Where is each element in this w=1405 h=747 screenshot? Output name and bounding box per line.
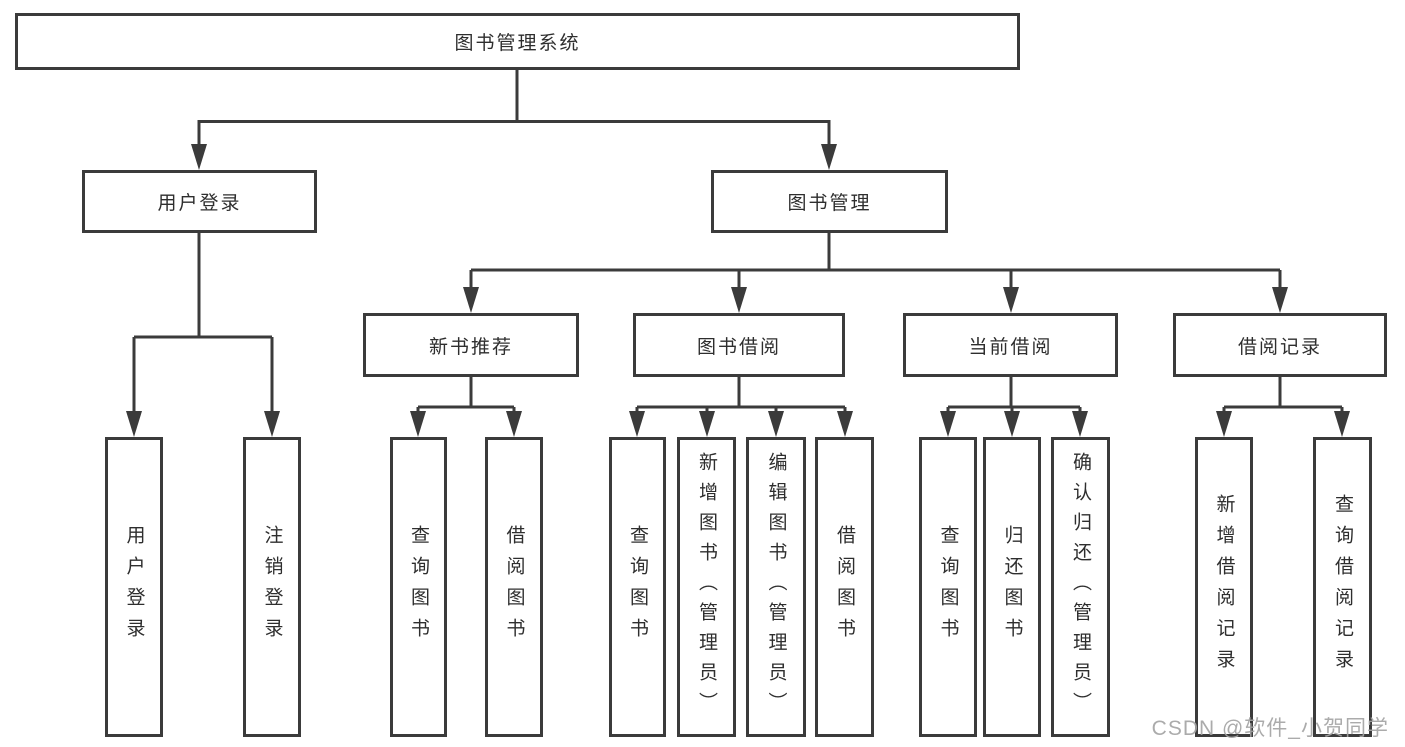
arrow-down-icon [1003,287,1019,313]
leaf-query-books-borrow-label: 查询图书 [627,525,648,649]
leaf-borrow-books: 借阅图书 [815,437,874,737]
leaf-user-login-label: 用户登录 [123,525,145,649]
arrow-down-icon [629,411,645,437]
connector-book-mgmt-to-mid [469,233,1282,293]
leaf-confirm-return-admin: 确认归还（管理员） [1051,437,1110,737]
leaf-confirm-return-admin-label: 确认归还（管理员） [1070,452,1091,722]
leaf-add-books-admin-label: 新增图书（管理员） [696,452,717,722]
arrow-down-icon [1072,411,1088,437]
arrow-down-icon [126,411,142,437]
arrow-down-icon [1004,411,1020,437]
arrow-down-icon [821,144,837,170]
leaf-query-books-borrow: 查询图书 [609,437,666,737]
leaf-query-books-recommend: 查询图书 [390,437,447,737]
leaf-borrow-books-recommend-label: 借阅图书 [503,525,525,649]
leaf-return-books-label: 归还图书 [1001,525,1023,649]
node-current-borrow-label: 当前借阅 [968,336,1053,358]
node-user-login: 用户登录 [82,170,317,233]
node-root-label: 图书管理系统 [454,33,581,54]
node-root: 图书管理系统 [15,13,1020,70]
leaf-user-login: 用户登录 [105,437,163,737]
arrow-down-icon [191,144,207,170]
node-book-borrow: 图书借阅 [633,313,845,377]
leaf-query-books-current: 查询图书 [919,437,977,737]
arrow-down-icon [768,411,784,437]
leaf-query-books-recommend-label: 查询图书 [408,525,429,649]
leaf-query-books-current-label: 查询图书 [937,525,959,649]
node-book-borrow-label: 图书借阅 [696,336,781,358]
connector-new-book-to-leaves [416,377,516,418]
arrow-down-icon [699,411,715,437]
connector-root-to-level2 [197,70,831,150]
node-new-book-recommend-label: 新书推荐 [428,336,513,358]
node-book-mgmt: 图书管理 [711,170,948,233]
node-borrow-records: 借阅记录 [1173,313,1387,377]
leaf-query-borrow-record-label: 查询借阅记录 [1332,494,1353,680]
arrow-down-icon [1272,287,1288,313]
arrow-down-icon [940,411,956,437]
arrow-down-icon [1334,411,1350,437]
watermark: CSDN @软件_小贺同学 [1151,717,1389,740]
leaf-borrow-books-recommend: 借阅图书 [485,437,543,737]
connector-user-login-to-leaves [132,233,274,418]
leaf-return-books: 归还图书 [983,437,1041,737]
arrow-down-icon [463,287,479,313]
node-book-mgmt-label: 图书管理 [787,193,872,214]
leaf-edit-books-admin-label: 编辑图书（管理员） [765,452,787,722]
leaf-add-books-admin: 新增图书（管理员） [677,437,736,737]
leaf-add-borrow-record-label: 新增借阅记录 [1213,494,1235,680]
leaf-add-borrow-record: 新增借阅记录 [1195,437,1253,737]
node-borrow-records-label: 借阅记录 [1237,336,1322,358]
leaf-borrow-books-label: 借阅图书 [834,525,855,649]
node-user-login-label: 用户登录 [157,193,242,214]
arrow-down-icon [837,411,853,437]
arrow-down-icon [264,411,280,437]
leaf-query-borrow-record: 查询借阅记录 [1313,437,1372,737]
arrow-down-icon [506,411,522,437]
node-current-borrow: 当前借阅 [903,313,1118,377]
arrow-down-icon [410,411,426,437]
connector-book-borrow-to-leaves [635,377,847,418]
connector-current-borrow-to-leaves [946,377,1082,418]
arrow-down-icon [1216,411,1232,437]
leaf-edit-books-admin: 编辑图书（管理员） [746,437,806,737]
leaf-logout-label: 注销登录 [261,525,283,649]
node-new-book-recommend: 新书推荐 [363,313,579,377]
connector-borrow-records-to-leaves [1222,377,1344,418]
arrow-down-icon [731,287,747,313]
leaf-logout: 注销登录 [243,437,301,737]
